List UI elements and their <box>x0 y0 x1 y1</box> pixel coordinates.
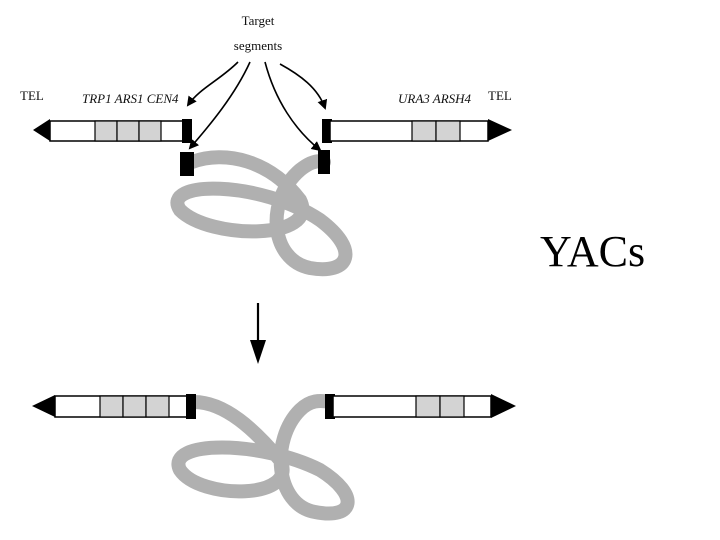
left-target-segment-block <box>180 152 194 176</box>
target-label-line1: Target <box>242 13 275 28</box>
target-label-line2: segments <box>234 38 282 53</box>
top-left-end-block <box>182 119 192 143</box>
right-markers-label: URA3 ARSH4 <box>398 91 472 106</box>
bottom-right-end-block <box>325 394 335 419</box>
top-right-vector-arm <box>322 119 512 143</box>
bottom-left-tel-arrowhead <box>32 395 55 417</box>
bottom-marker-box-ars1 <box>122 395 147 418</box>
target-pointer-arrows <box>186 61 328 152</box>
bottom-marker-box-trp1 <box>99 395 124 418</box>
top-left-vector-arm <box>33 119 192 143</box>
marker-box-cen4 <box>138 120 162 142</box>
bottom-left-vector-arm <box>32 394 196 419</box>
tel-right-label: TEL <box>488 88 512 103</box>
top-dna-loop <box>170 150 353 277</box>
top-right-vector-bar <box>329 120 489 142</box>
bottom-marker-box-arsh4 <box>439 395 465 418</box>
top-right-tel-arrowhead <box>488 119 512 141</box>
bottom-marker-box-cen4 <box>145 395 170 418</box>
pointer-arrow-3 <box>264 61 322 152</box>
down-arrow <box>250 303 266 364</box>
marker-box-ars1 <box>116 120 140 142</box>
bottom-left-end-block <box>186 394 196 419</box>
pointer-arrow-1 <box>186 61 239 107</box>
top-left-tel-arrowhead <box>33 119 50 141</box>
tel-left-label: TEL <box>20 88 44 103</box>
bottom-right-vector-arm <box>325 394 516 419</box>
pointer-arrow-4 <box>279 63 328 110</box>
bottom-right-tel-arrowhead <box>491 394 516 418</box>
yacs-title: YACs <box>540 227 646 276</box>
pointer-arrow-2 <box>188 61 251 150</box>
marker-box-arsh4 <box>435 120 461 142</box>
marker-box-ura3 <box>411 120 437 142</box>
left-markers-label: TRP1 ARS1 CEN4 <box>82 91 179 106</box>
bottom-dna-loop <box>171 394 355 521</box>
right-target-segment-block <box>318 150 330 174</box>
marker-box-trp1 <box>94 120 118 142</box>
bottom-marker-box-ura3 <box>415 395 441 418</box>
bottom-right-vector-bar <box>332 395 492 418</box>
top-right-end-block <box>322 119 332 143</box>
